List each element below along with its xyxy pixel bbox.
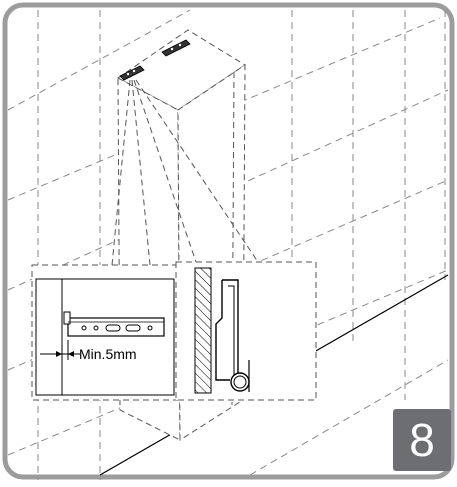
detail-left: Min.5mm [31, 264, 179, 401]
leader-lines [111, 79, 259, 266]
dimension-label: Min.5mm [79, 346, 137, 362]
figure-border [2, 2, 455, 480]
step-number-badge: 8 [393, 409, 451, 471]
top-brackets [119, 39, 191, 81]
detail-right [175, 261, 317, 401]
